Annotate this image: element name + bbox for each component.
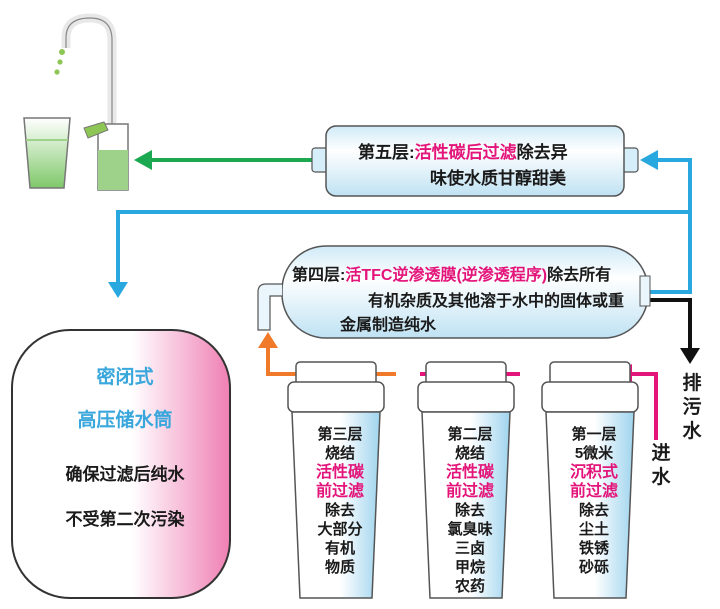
stage4-membrane <box>257 245 651 339</box>
filter-2-text: 第二层 烧结 活性碳 前过滤 除去 氯臭味 三卤 甲烷 农药 <box>434 425 506 596</box>
stage4-name: 活TFC逆渗透膜(逆渗透程序) <box>345 267 548 284</box>
filter-1-name1: 沉积式 <box>569 464 618 481</box>
stage5-cartridge <box>311 125 639 197</box>
stage4-prefix: 第四层: <box>292 267 346 284</box>
stage4-desc3: 金属制造纯水 <box>340 317 437 334</box>
filter-1-type: 5微米 <box>574 445 614 462</box>
filter-3-text: 第三层 烧结 活性碳 前过滤 除去 大部分 有机 物质 <box>304 425 376 577</box>
filter-housing-3 <box>287 361 385 599</box>
tank-line1: 密闭式 <box>96 367 154 388</box>
filter-1-name2: 前过滤 <box>569 483 618 500</box>
drain-arrow <box>680 348 700 364</box>
blue-arrow-top <box>640 150 658 170</box>
stage5-desc1: 除去异 <box>516 143 568 162</box>
stage4-desc1: 除去所有 <box>547 267 612 284</box>
stage5-name: 活性碳后过滤 <box>414 143 517 162</box>
tank-line3: 确保过滤后纯水 <box>65 465 185 484</box>
filter-2-remove-1: 氯臭味 <box>447 521 493 538</box>
stage5-prefix: 第五层: <box>358 143 415 162</box>
drain-line <box>640 298 692 350</box>
blue-arrow-tank <box>108 282 128 298</box>
inlet-label: 进水 <box>651 443 671 488</box>
filter-2-type: 烧结 <box>454 445 485 462</box>
filter-3-remove-3: 物质 <box>324 559 355 576</box>
stage4-title: 第四层:活TFC逆渗透膜(逆渗透程序)除去所有 <box>292 261 611 285</box>
filter-2-remove-2: 三卤 <box>454 540 485 557</box>
orange-arrow <box>258 332 278 348</box>
filter-3-layer: 第三层 <box>317 426 363 443</box>
filter-2-remove-0: 除去 <box>454 502 485 519</box>
drain-label: 排污水 <box>682 373 702 442</box>
filter-1-remove-0: 除去 <box>578 502 609 519</box>
filter-2-remove-3: 甲烷 <box>454 559 485 576</box>
glass-icon <box>23 117 71 189</box>
filter-2-layer: 第二层 <box>447 426 493 443</box>
filter-2-remove-4: 农药 <box>454 578 485 595</box>
filter-housing-1 <box>541 361 639 599</box>
stage5-title: 第五层:活性碳后过滤除去异 <box>358 138 568 163</box>
stage5-desc2: 味使水质甘醇甜美 <box>430 169 566 188</box>
filter-3-remove-0: 除去 <box>324 502 355 519</box>
filter-2-name1: 活性碳 <box>445 464 494 481</box>
filter-3-name2: 前过滤 <box>315 483 364 500</box>
filter-1-remove-1: 尘土 <box>578 521 609 538</box>
tank-line4: 不受第二次污染 <box>65 510 185 529</box>
filter-1-remove-3: 砂砾 <box>578 559 609 576</box>
filter-1-text: 第一层 5微米 沉积式 前过滤 除去 尘土 铁锈 砂砾 <box>558 425 630 577</box>
filter-3-remove-2: 有机 <box>324 540 355 557</box>
tank-line2: 高压储水筒 <box>77 410 173 431</box>
filter-housing-2 <box>417 361 515 599</box>
green-arrow <box>134 150 152 170</box>
stage4-desc2: 有机杂质及其他溶于水中的固体或重 <box>368 293 625 310</box>
faucet-icon <box>54 13 129 191</box>
filter-2-name2: 前过滤 <box>445 483 494 500</box>
filter-3-type: 烧结 <box>324 445 355 462</box>
filter-3-name1: 活性碳 <box>315 464 364 481</box>
filter-1-remove-2: 铁锈 <box>578 540 609 557</box>
filter-1-layer: 第一层 <box>571 426 617 443</box>
filter-3-remove-1: 大部分 <box>317 521 363 538</box>
storage-tank <box>11 329 231 599</box>
